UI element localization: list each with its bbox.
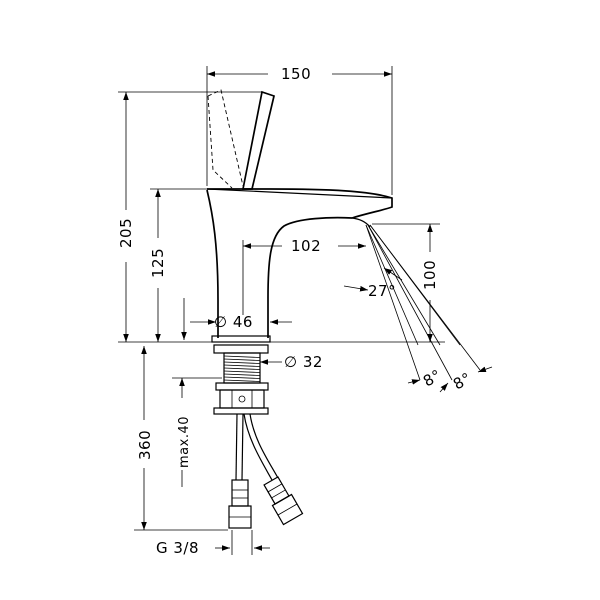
thread-line (223, 376, 261, 379)
dim-base-diameter: ∅ 46 (214, 313, 253, 331)
thread-line (223, 355, 261, 358)
thread-line (223, 373, 261, 376)
lever-handle (207, 89, 276, 190)
dimension-labels: 150 205 125 102 100 27° ∅ 46 ∅ 32 8° 8° … (117, 65, 475, 557)
dim-spout-reach: 102 (291, 237, 321, 255)
thread-line (223, 358, 261, 361)
water-stream (365, 224, 481, 381)
dim-overall-height: 205 (117, 218, 135, 248)
thread-line (223, 370, 261, 373)
thread-line (223, 364, 261, 367)
supply-hoses (228, 413, 304, 529)
dim-spout-height: 125 (149, 248, 167, 278)
thread-line (223, 367, 261, 370)
dim-stream-angle: 27° (368, 282, 396, 300)
dim-below-deck: 360 (136, 430, 154, 460)
threaded-shank (213, 344, 269, 415)
dim-thread-diameter: ∅ 32 (284, 353, 323, 371)
dim-spread-left: 8° (420, 366, 445, 391)
dim-max-deck: max.40 (177, 416, 192, 468)
thread-line (223, 379, 261, 382)
dim-connection: G 3/8 (156, 539, 199, 557)
dim-spread-right: 8° (450, 369, 475, 394)
thread-line (223, 361, 261, 364)
dim-overall-width: 150 (281, 65, 311, 83)
dimension-lines (118, 66, 493, 555)
dim-stream-height: 100 (421, 260, 439, 290)
